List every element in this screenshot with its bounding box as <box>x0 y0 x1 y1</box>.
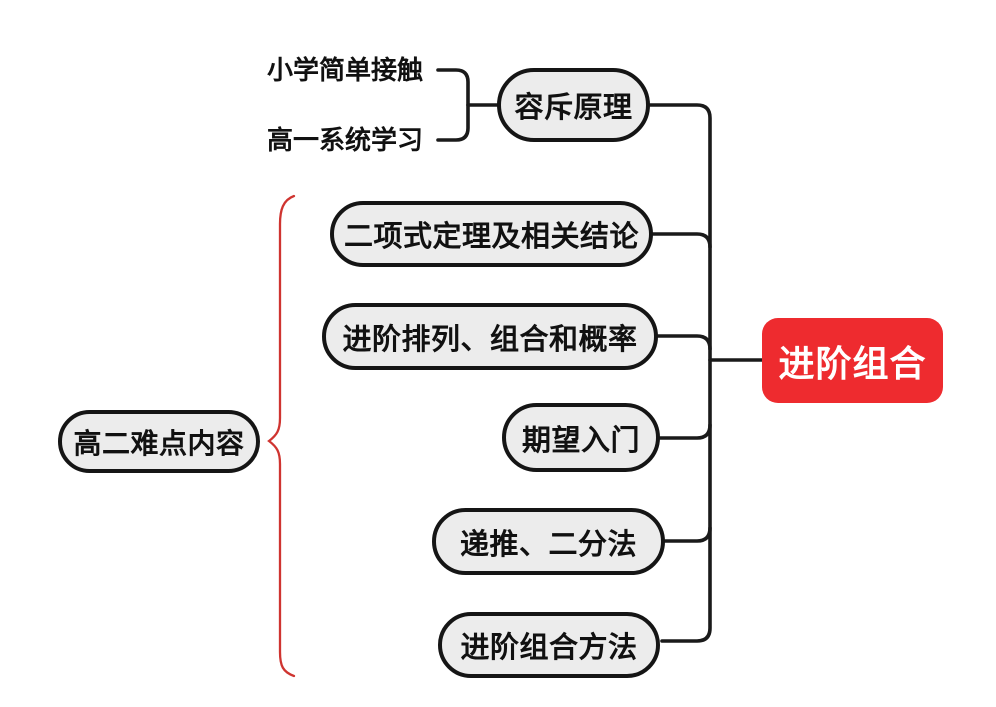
group-label-node: 高二难点内容 <box>58 410 260 473</box>
connector-expectation <box>658 423 712 440</box>
connector-trunk <box>648 103 712 643</box>
annotation-grade10: 高一系统学习 <box>267 125 424 155</box>
branch-node-recursion-bisection: 递推、二分法 <box>432 508 665 575</box>
branch-node-inclusion-exclusion: 容斥原理 <box>497 68 650 142</box>
root-node: 进阶组合 <box>762 318 943 403</box>
branch-node-expectation-intro: 期望入门 <box>502 403 660 472</box>
annotation-bracket <box>436 68 470 142</box>
connector-permcomb <box>656 334 712 351</box>
annotation-elementary: 小学简单接触 <box>267 55 424 85</box>
branch-node-advanced-comb-methods: 进阶组合方法 <box>438 612 660 678</box>
branch-node-advanced-perm-comb-prob: 进阶排列、组合和概率 <box>322 303 658 370</box>
connector-recursion <box>663 526 712 543</box>
branch-node-binomial-theorem: 二项式定理及相关结论 <box>330 201 653 267</box>
connector-binomial <box>651 232 712 249</box>
grouping-brace <box>267 194 296 678</box>
